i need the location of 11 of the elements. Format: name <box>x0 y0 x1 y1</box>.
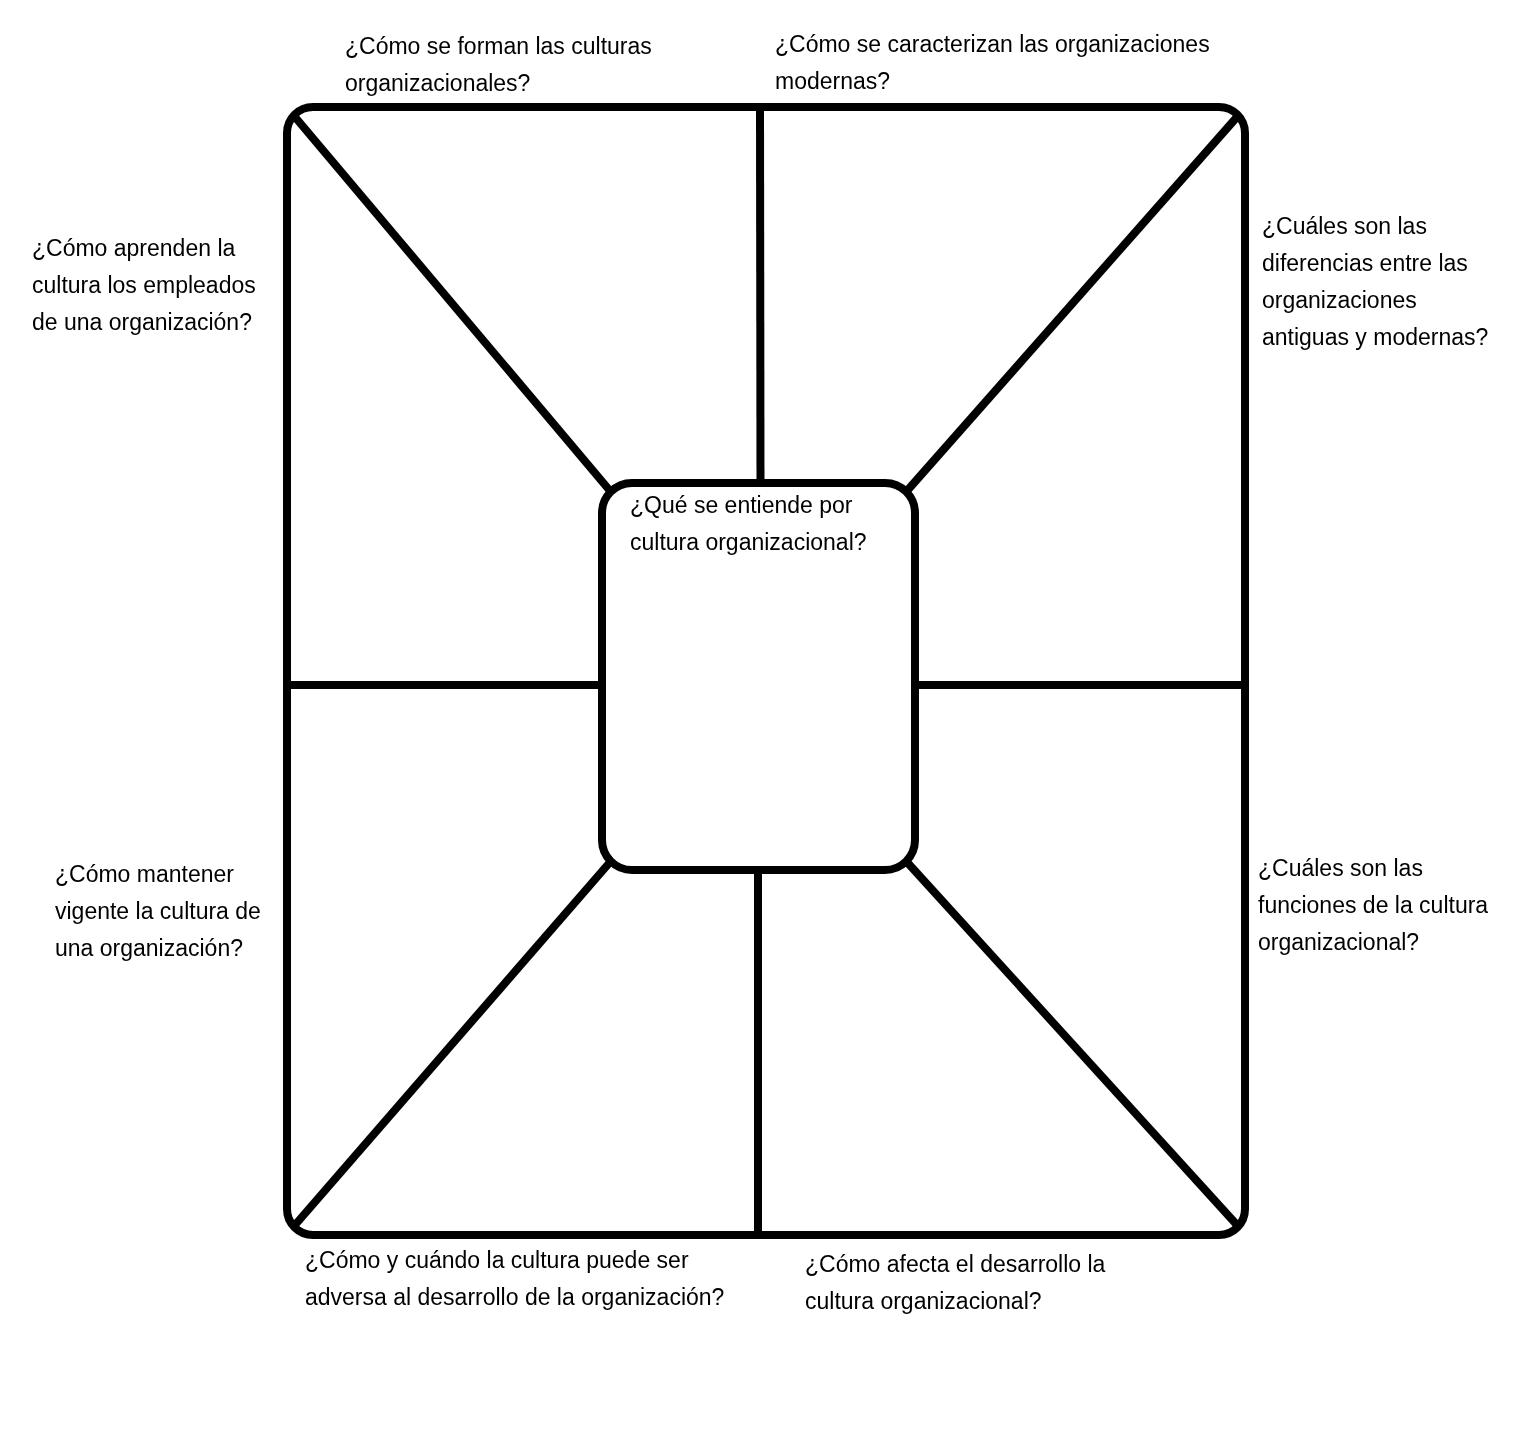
question-text: ¿Cómo se caracterizan las organizaciones modernas? <box>775 30 1211 96</box>
question-text: ¿Cuáles son las diferencias entre las organizaciones antiguas y modernas? <box>1262 212 1490 352</box>
organizer-frame <box>283 103 1249 1239</box>
center-box <box>598 479 919 874</box>
question-text: ¿Cómo afecta el desarrollo la cultura organizacional? <box>805 1250 1107 1316</box>
question-text: ¿Qué se entiende por cultura organizacional? <box>630 491 868 557</box>
question-text: ¿Cómo mantener vigente la cultura de una organización? <box>55 860 262 963</box>
question-text: ¿Cómo se forman las culturas organizacionales? <box>345 32 653 98</box>
question-text: ¿Cuáles son las funciones de la cultura organizacional? <box>1258 854 1490 957</box>
question-text: ¿Cómo y cuándo la cultura puede ser adversa al desarrollo de la organización? <box>305 1246 726 1312</box>
question-text: ¿Cómo aprenden la cultura los empleados de una organización? <box>32 234 257 337</box>
